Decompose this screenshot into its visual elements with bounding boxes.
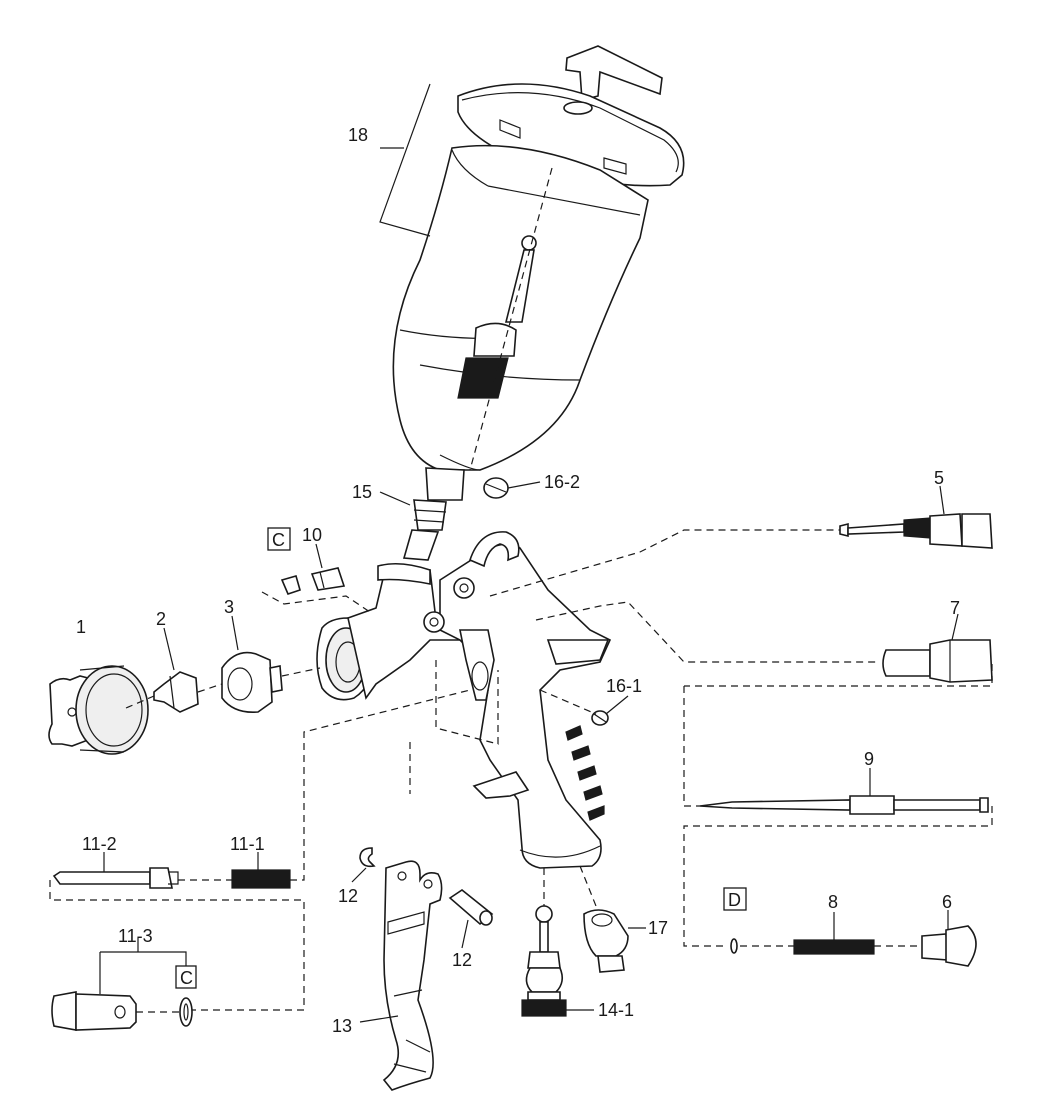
label-part-16-1: 16-1 [606,676,642,696]
label-part-8: 8 [828,892,838,912]
part-2-fluid-nozzle [153,627,199,713]
reference-box-d [723,887,747,911]
screw-16-1-line [539,689,597,715]
part-3-baffle [221,615,283,714]
cup-axis-line [469,167,553,471]
needle-line [683,686,993,947]
part-1-air-cap [48,665,149,755]
label-part-10: 10 [302,525,322,545]
front-axis-line [125,667,321,709]
label-part-12-pin: 12 [452,950,472,970]
label-part-14-1: 14-1 [598,1000,634,1020]
label-box-c-upper: C [272,530,285,550]
part-18-paint-cup [379,45,685,501]
part-10-fitting [280,543,346,595]
part-d-oring [730,938,738,954]
fitting-to-body-line [261,591,371,613]
part-13-trigger [359,860,443,1091]
label-part-5: 5 [934,468,944,488]
part-16-2-screw [483,477,541,499]
part-11-3-air-valve-body [51,938,187,1031]
trigger-line [409,660,499,794]
label-part-1: 1 [76,617,86,637]
air-inlet-line [579,865,597,907]
part-6-needle-adjust-knob [921,910,977,967]
label-part-11-1: 11-1 [230,834,265,854]
part-7-air-valve [882,613,993,683]
label-part-11-2: 11-2 [82,834,117,854]
label-part-9: 9 [864,749,874,769]
part-12-clip [351,847,376,883]
reference-box-c-lower [175,965,197,989]
label-part-2: 2 [156,609,166,629]
label-part-12-clip: 12 [338,886,358,906]
label-part-7: 7 [950,598,960,618]
part-c-oring [179,997,193,1027]
label-part-13: 13 [332,1016,352,1036]
label-part-18: 18 [348,125,368,145]
label-part-6: 6 [942,892,952,912]
air-piston-line [49,689,471,1011]
part-5-needle-adjust [839,485,993,549]
label-part-15: 15 [352,482,372,502]
label-box-d: D [728,890,741,910]
part-12-pin [448,889,494,949]
part-11-1-spring [231,852,291,889]
part-9-fluid-needle [699,768,989,815]
part-17-air-inlet [583,909,646,973]
needle-adjust-line [489,529,840,597]
part-8-spring [793,912,875,955]
label-part-16-2: 16-2 [544,472,580,492]
gun-body [316,531,612,869]
label-box-c-lower: C [180,968,193,988]
air-valve-line [535,601,993,687]
part-16-1-screw [591,695,629,726]
part-11-2-piston [52,852,179,889]
label-part-17: 17 [648,918,668,938]
part-15-adapter [379,491,447,561]
label-part-11-3: 11-3 [118,926,153,946]
part-14-1-fluid-adjust [521,905,594,1017]
label-part-3: 3 [224,597,234,617]
reference-box-c-upper [267,527,291,551]
